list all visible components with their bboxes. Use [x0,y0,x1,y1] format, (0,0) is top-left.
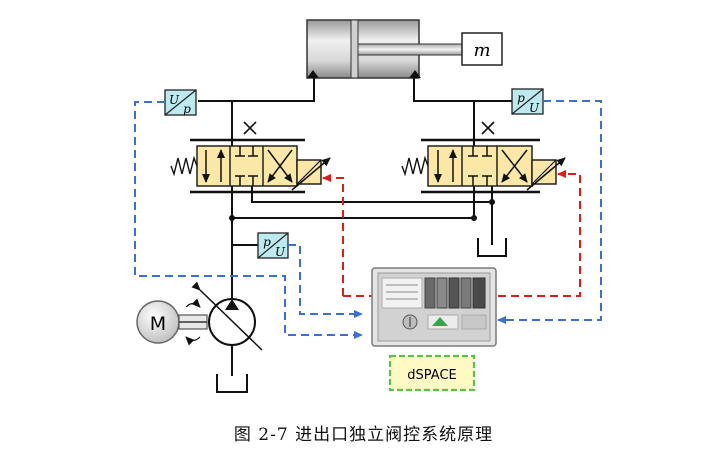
sensor-bottom-label: p [183,102,191,116]
control-signal-lines [322,170,581,297]
left-pressure-sensor: U p [164,89,197,116]
spring-icon [401,155,429,177]
motor-label: M [150,313,166,335]
sensor-top-label: U [169,93,180,107]
right-plug-icon [481,121,495,135]
sensor-top-label: p [263,235,271,249]
tank-icon [216,374,248,393]
right-valve [421,138,566,194]
cylinder-icon [306,19,463,79]
dspace-label-box [388,354,476,392]
figure-caption: 图 2-7 进出口独立阀控系统原理 [233,425,494,445]
tank-icon [477,238,507,257]
motor-icon: M [136,300,180,344]
dspace-label: dSPACE [407,368,456,383]
sensor-bottom-label: U [275,245,286,259]
junction-dots [229,199,495,221]
feedback-signal-lines [134,100,602,339]
spring-icon [170,155,198,177]
sensor-top-label: p [517,91,525,105]
mass-label: m [473,40,490,61]
pump-icon [191,281,263,351]
sensor-bottom-label: U [529,101,540,115]
right-pressure-sensor: p U [511,88,544,115]
shaft-coupling [178,298,208,346]
mass-block [461,32,503,66]
pump-pressure-sensor: p U [257,232,289,259]
left-valve [190,138,331,194]
left-plug-icon [243,121,257,135]
dspace-hardware [371,267,497,347]
